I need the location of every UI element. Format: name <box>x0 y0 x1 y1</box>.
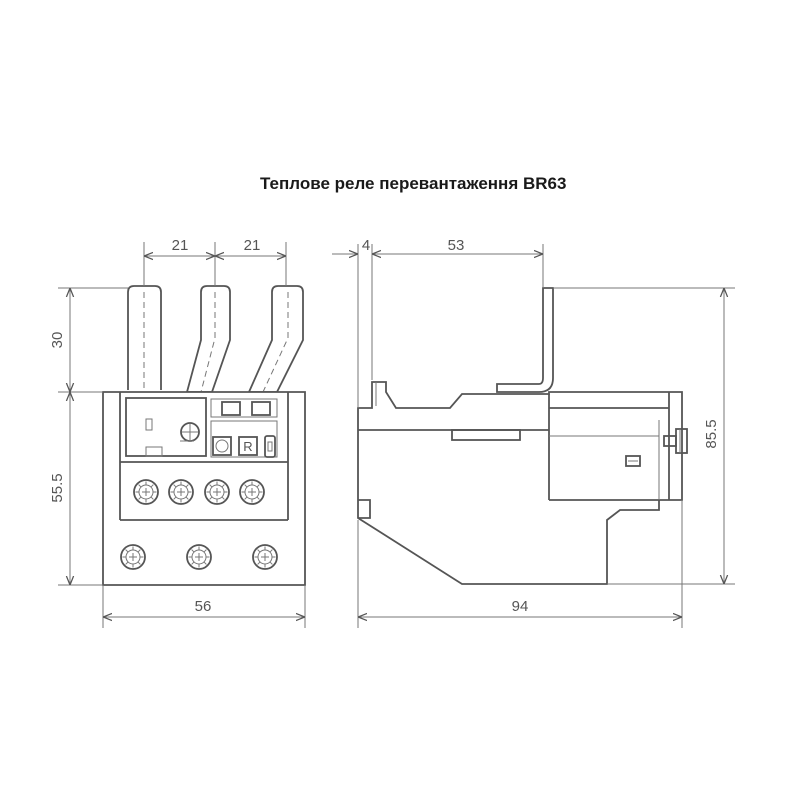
dim-width: 56 <box>195 598 212 615</box>
reset-button-icon: R <box>238 436 258 456</box>
reset-knob-icon <box>663 428 688 454</box>
dim-offset: 4 <box>362 237 370 254</box>
screw-terminal <box>186 544 212 570</box>
dim-depth: 94 <box>512 598 529 615</box>
dim-terminal-height: 30 <box>49 332 66 349</box>
indicator-window <box>625 455 641 467</box>
terminal-pin-middle <box>185 285 231 393</box>
terminal-pin-right <box>247 285 304 393</box>
screw-terminal <box>133 479 159 505</box>
front-view: R 21 21 30 55.5 56 <box>49 237 306 628</box>
dim-pitch-right: 21 <box>244 237 261 254</box>
terminal-pin-left <box>127 285 162 390</box>
reset-button-label: R <box>243 439 252 454</box>
test-button-icon <box>212 436 232 456</box>
dim-pitch-left: 21 <box>172 237 189 254</box>
side-view: 4 53 85.5 94 <box>332 237 735 628</box>
screw-terminal <box>252 544 278 570</box>
screw-terminal <box>168 479 194 505</box>
screw-terminal <box>239 479 265 505</box>
screw-terminal <box>204 479 230 505</box>
dim-bracket: 53 <box>448 237 465 254</box>
dim-body-height: 55.5 <box>49 473 66 502</box>
page-title: Теплове реле перевантаження BR63 <box>260 174 567 193</box>
screw-terminal <box>120 544 146 570</box>
adjustment-dial-icon <box>180 422 200 442</box>
dim-total-height: 85.5 <box>703 419 720 448</box>
dial-panel <box>125 397 207 457</box>
terminal-bracket <box>496 287 554 393</box>
side-body <box>357 381 683 585</box>
